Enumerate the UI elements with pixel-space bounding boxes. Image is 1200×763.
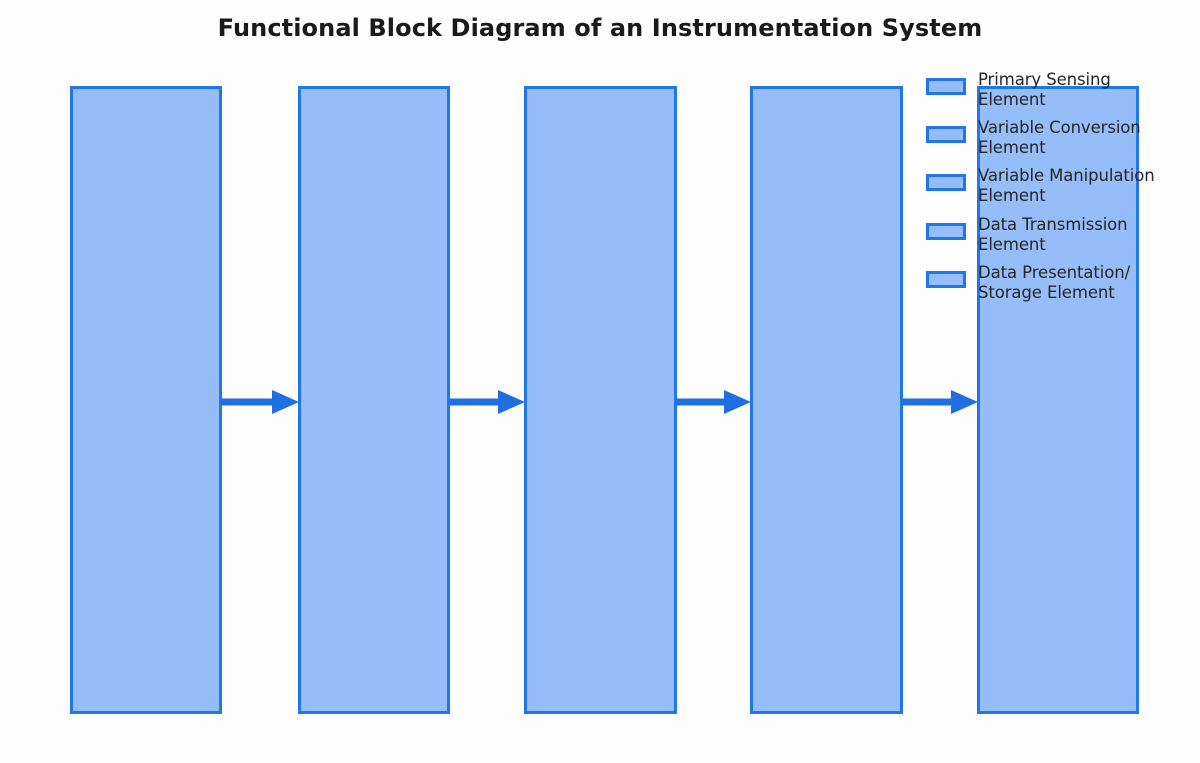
legend-swatch-icon [926,174,966,191]
legend-swatch-icon [926,126,966,143]
arrow-block3-to-block4 [677,390,751,414]
legend-item[interactable]: Data Presentation/ Storage Element [926,263,1130,307]
legend-item[interactable]: Variable Manipulation Element [926,166,1155,210]
arrow-block4-to-block5 [903,390,978,414]
arrow-block1-to-block2 [222,390,299,414]
block-primary-sensing-element[interactable] [70,86,222,714]
legend-item-label: Primary Sensing Element [978,70,1111,110]
block-variable-manipulation-element[interactable] [524,86,677,714]
legend-item[interactable]: Variable Conversion Element [926,118,1141,162]
block-variable-conversion-element[interactable] [298,86,450,714]
legend-swatch-icon [926,271,966,288]
page-title: Functional Block Diagram of an Instrumen… [217,14,983,42]
legend-item-label: Variable Manipulation Element [978,166,1155,206]
legend-item[interactable]: Data Transmission Element [926,215,1128,259]
legend-item-label: Data Presentation/ Storage Element [978,263,1131,303]
arrow-block2-to-block3 [450,390,525,414]
legend-swatch-icon [926,78,966,95]
legend-item-label: Variable Conversion Element [978,118,1141,158]
block-data-transmission-element[interactable] [750,86,903,714]
block-data-presentation-storage-element[interactable] [977,86,1139,714]
legend-item[interactable]: Primary Sensing Element [926,70,1111,114]
legend-swatch-icon [926,223,966,240]
legend-item-label: Data Transmission Element [978,215,1128,255]
